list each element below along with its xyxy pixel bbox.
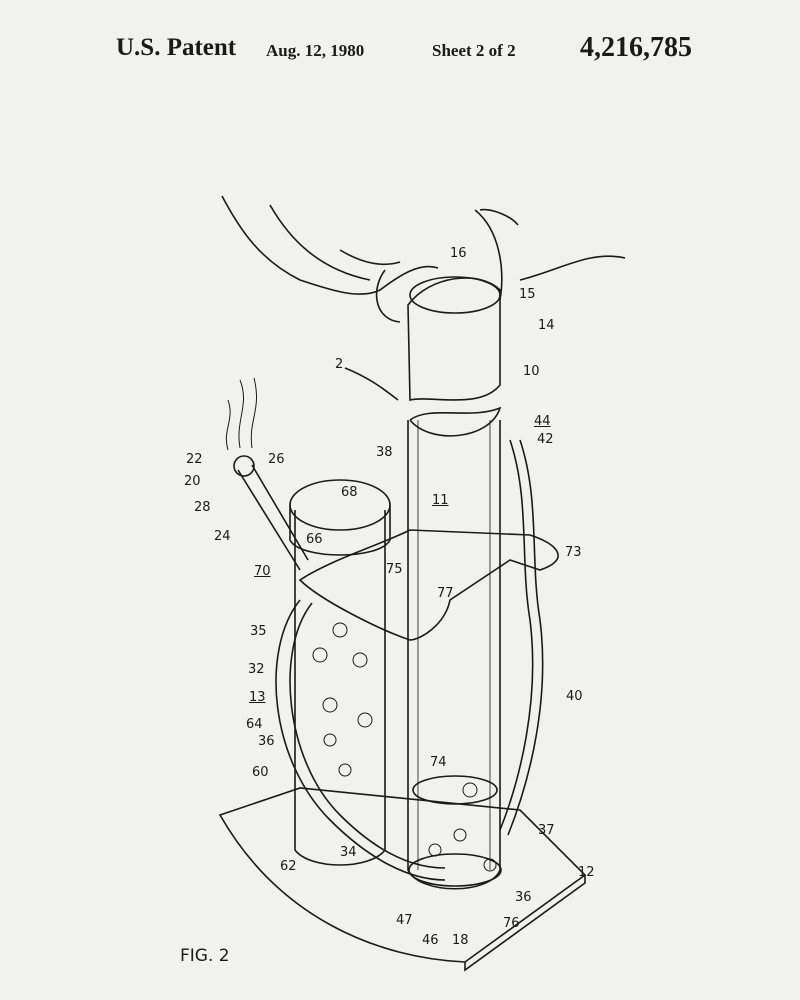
ref-46: 46	[422, 933, 439, 948]
ref-74: 74	[430, 755, 447, 770]
ref-13: 13	[249, 690, 266, 705]
ref-64: 64	[246, 717, 263, 732]
ref-2: 2	[335, 357, 344, 372]
ref-70: 70	[254, 564, 271, 579]
ref-37: 37	[538, 823, 555, 838]
ref-16: 16	[450, 246, 467, 261]
hose	[275, 599, 446, 881]
ref-77: 77	[437, 586, 454, 601]
ref-15: 15	[519, 287, 536, 302]
ref-76: 76	[503, 916, 520, 931]
hand-outline	[221, 195, 626, 323]
return-hose	[499, 439, 544, 836]
ref-42: 42	[537, 432, 554, 447]
figure-label: FIG. 2	[180, 946, 230, 966]
ref-32: 32	[248, 662, 265, 677]
ref-10: 10	[523, 364, 540, 379]
ref-38: 38	[376, 445, 393, 460]
ref-75: 75	[386, 562, 403, 577]
main-tube	[407, 420, 501, 890]
ref-35: 35	[250, 624, 267, 639]
stem	[237, 464, 309, 571]
ref-60: 60	[252, 765, 269, 780]
ref-18: 18	[452, 933, 469, 948]
patent-header-title: U.S. Patent	[116, 34, 237, 61]
smoke	[225, 377, 258, 451]
ref-68: 68	[341, 485, 358, 500]
ref-12: 12	[578, 865, 595, 880]
ref-34: 34	[340, 845, 357, 860]
ref-66: 66	[306, 532, 323, 547]
ref-36-upper: 36	[258, 734, 275, 749]
side-chamber	[294, 510, 386, 866]
ref-73: 73	[565, 545, 582, 560]
ref-11: 11	[432, 493, 449, 508]
ref-22: 22	[186, 452, 203, 467]
ref-47: 47	[396, 913, 413, 928]
patent-number: 4,216,785	[580, 32, 692, 63]
upper-tube-piece	[407, 277, 501, 402]
ref-36-lower: 36	[515, 890, 532, 905]
base-plate	[218, 787, 587, 963]
patent-date: Aug. 12, 1980	[266, 41, 365, 60]
ref-44: 44	[534, 414, 551, 429]
ref-26: 26	[268, 452, 285, 467]
shelf-plate	[298, 529, 559, 641]
ref-14: 14	[538, 318, 555, 333]
ref-62: 62	[280, 859, 297, 874]
ref-40: 40	[566, 689, 583, 704]
ref-20: 20	[184, 474, 201, 489]
ref-24: 24	[214, 529, 231, 544]
ref-28: 28	[194, 500, 211, 515]
bubbles	[312, 622, 497, 872]
sheet-number: Sheet 2 of 2	[432, 41, 516, 60]
cap	[289, 479, 391, 531]
